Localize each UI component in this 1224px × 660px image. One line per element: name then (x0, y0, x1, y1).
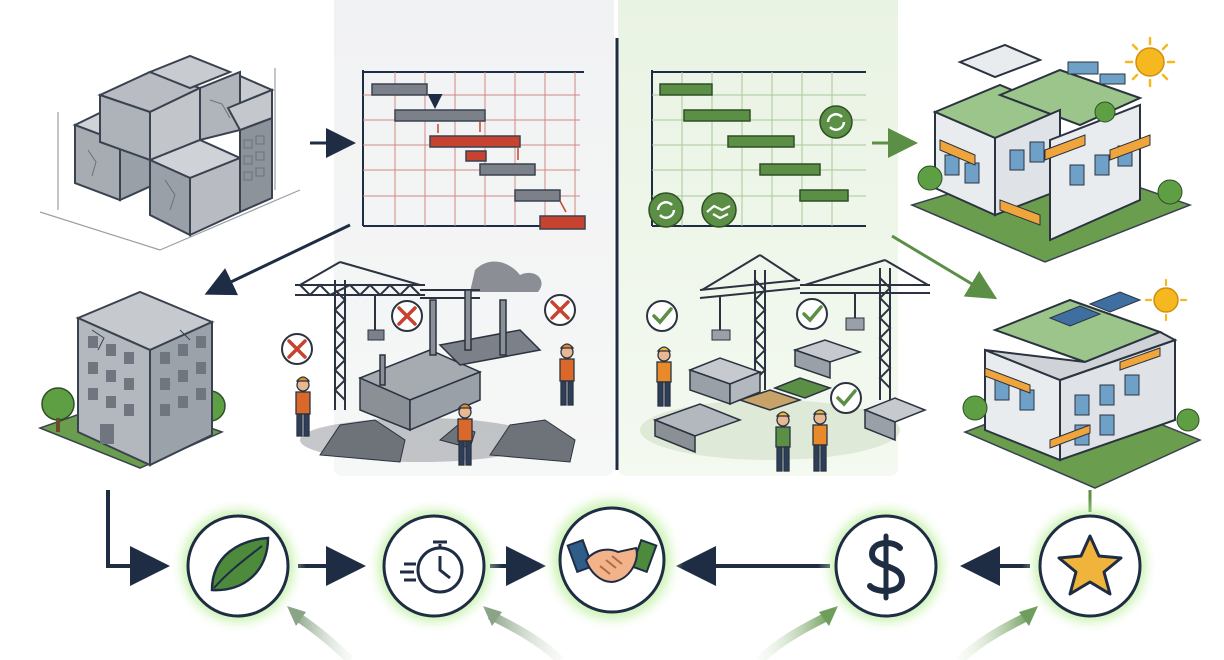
recycle-icon (819, 105, 853, 139)
benefit-cost-savings (818, 498, 954, 634)
cross-icon (391, 300, 423, 332)
worker-figure (295, 376, 311, 437)
sun-icon (1144, 278, 1188, 322)
solar-roof-building-icon (962, 278, 1202, 489)
dated-building-icon (37, 290, 226, 469)
benefit-quality (1022, 498, 1158, 634)
stopwatch-icon (400, 540, 464, 594)
modular-blocks-icon (39, 54, 301, 251)
check-icon (830, 382, 862, 414)
check-icon (646, 300, 678, 332)
cross-icon (544, 294, 576, 326)
leaf-icon (210, 536, 270, 592)
benefit-collaboration (540, 488, 684, 632)
sun-icon (1124, 36, 1176, 88)
cross-icon (281, 333, 313, 365)
recycle-icon (648, 192, 684, 228)
benefit-speed (366, 498, 502, 634)
dollar-icon (867, 533, 906, 601)
star-icon (1057, 534, 1123, 596)
benefit-leaf (170, 498, 306, 634)
chaotic-construction-site-icon (281, 261, 576, 466)
green-roof-building-icon (909, 36, 1193, 263)
delayed-gantt-chart-icon (362, 70, 586, 230)
handshake-icon (566, 538, 658, 584)
check-icon (796, 298, 828, 330)
organized-construction-site-icon (640, 254, 930, 472)
streamlined-gantt-chart-icon (648, 70, 866, 228)
handshake-icon (701, 192, 737, 228)
